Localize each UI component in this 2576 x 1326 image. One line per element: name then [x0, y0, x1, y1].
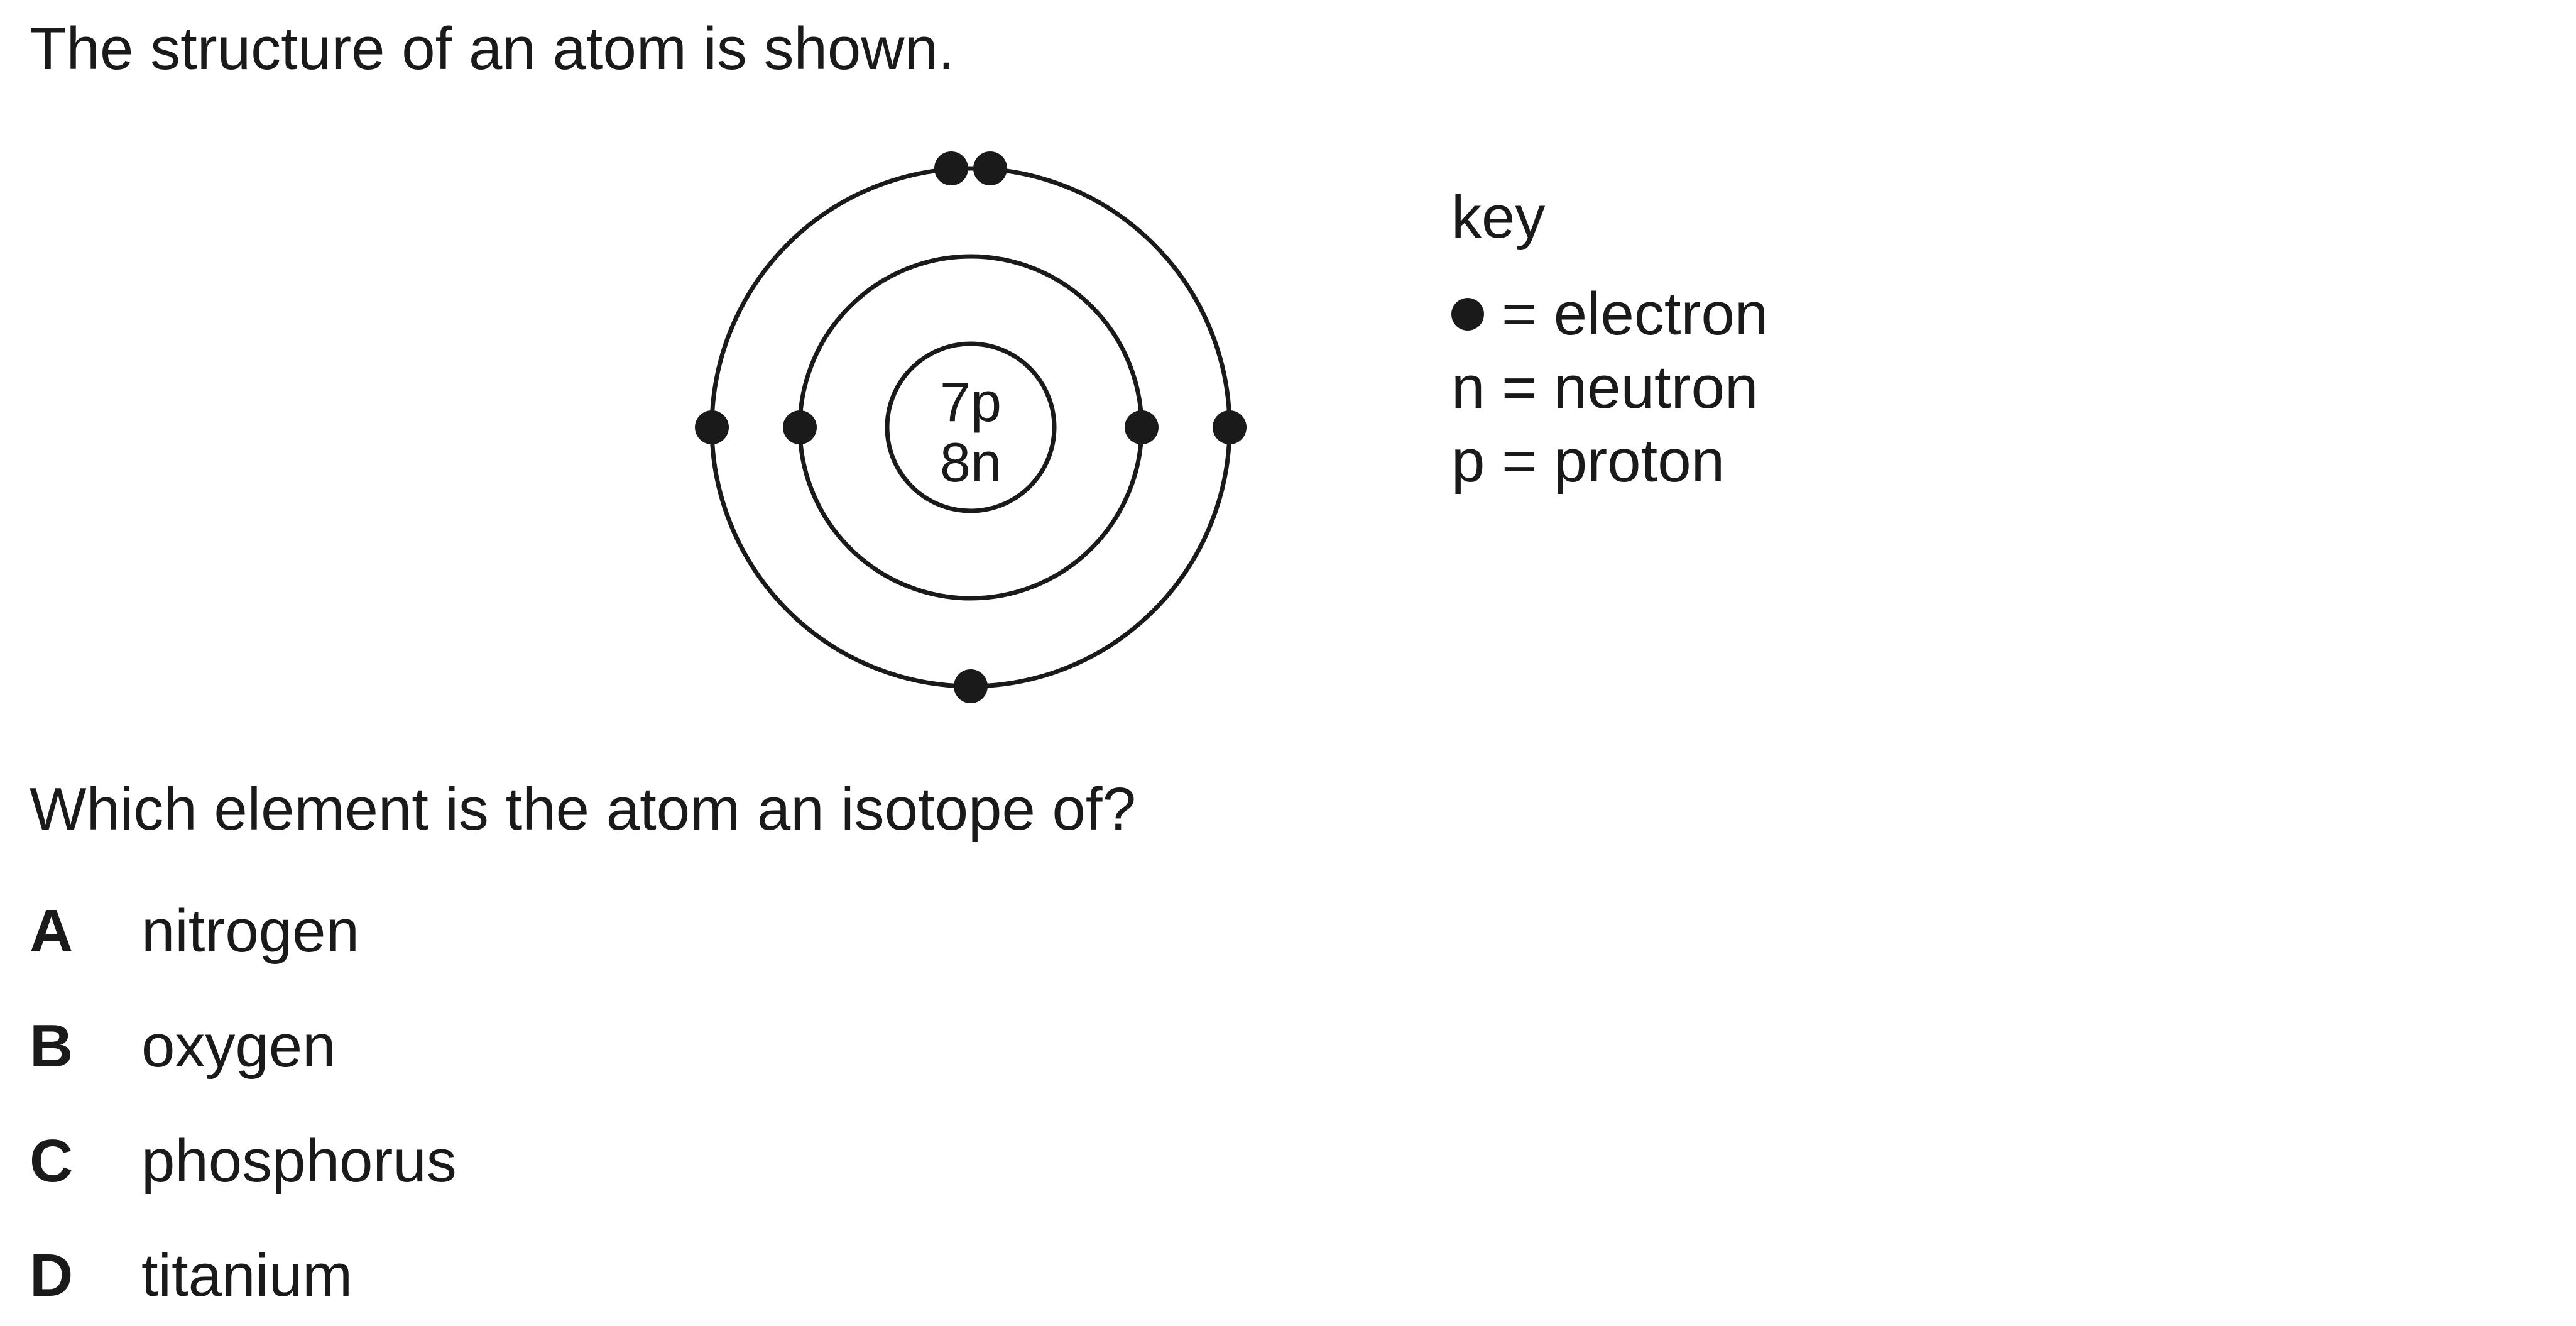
key-title: key	[1451, 184, 1546, 251]
electron-inner-right	[1125, 410, 1159, 444]
key-item-electron: = electron	[1451, 283, 1768, 346]
key-item-proton: p = proton	[1451, 430, 1725, 493]
option-d[interactable]: D titanium	[30, 1244, 352, 1307]
question-text: Which element is the atom an isotope of?	[30, 775, 1136, 843]
electron-outer-top-1	[934, 151, 968, 185]
key-item-label: p = proton	[1451, 427, 1725, 495]
intro-text: The structure of an atom is shown.	[30, 15, 955, 82]
electrons	[695, 151, 1247, 703]
electron-outer-right	[1213, 410, 1247, 444]
option-c[interactable]: C phosphorus	[30, 1130, 457, 1193]
atom-diagram: 7p 8n	[695, 151, 1247, 703]
option-letter: D	[30, 1242, 74, 1309]
electron-outer-left	[695, 410, 729, 444]
nucleus	[885, 341, 1057, 513]
electron-outer-top-2	[973, 151, 1007, 185]
nucleus-neutrons: 8n	[940, 431, 1001, 493]
option-text: nitrogen	[141, 897, 359, 965]
option-letter: B	[30, 1012, 74, 1080]
option-text: titanium	[141, 1242, 353, 1309]
option-letter: A	[30, 897, 74, 965]
electron-outer-bottom	[954, 669, 988, 703]
option-text: oxygen	[141, 1012, 336, 1080]
key-item-label: n = neutron	[1451, 354, 1759, 421]
option-letter: C	[30, 1127, 74, 1195]
option-b[interactable]: B oxygen	[30, 1015, 336, 1078]
option-text: phosphorus	[141, 1127, 457, 1195]
electron-inner-left	[783, 410, 817, 444]
nucleus-protons: 7p	[940, 371, 1001, 433]
key-item-neutron: n = neutron	[1451, 356, 1758, 419]
option-a[interactable]: A nitrogen	[30, 900, 359, 963]
key-item-label: = electron	[1502, 280, 1769, 348]
electron-dot-icon	[1451, 298, 1484, 331]
